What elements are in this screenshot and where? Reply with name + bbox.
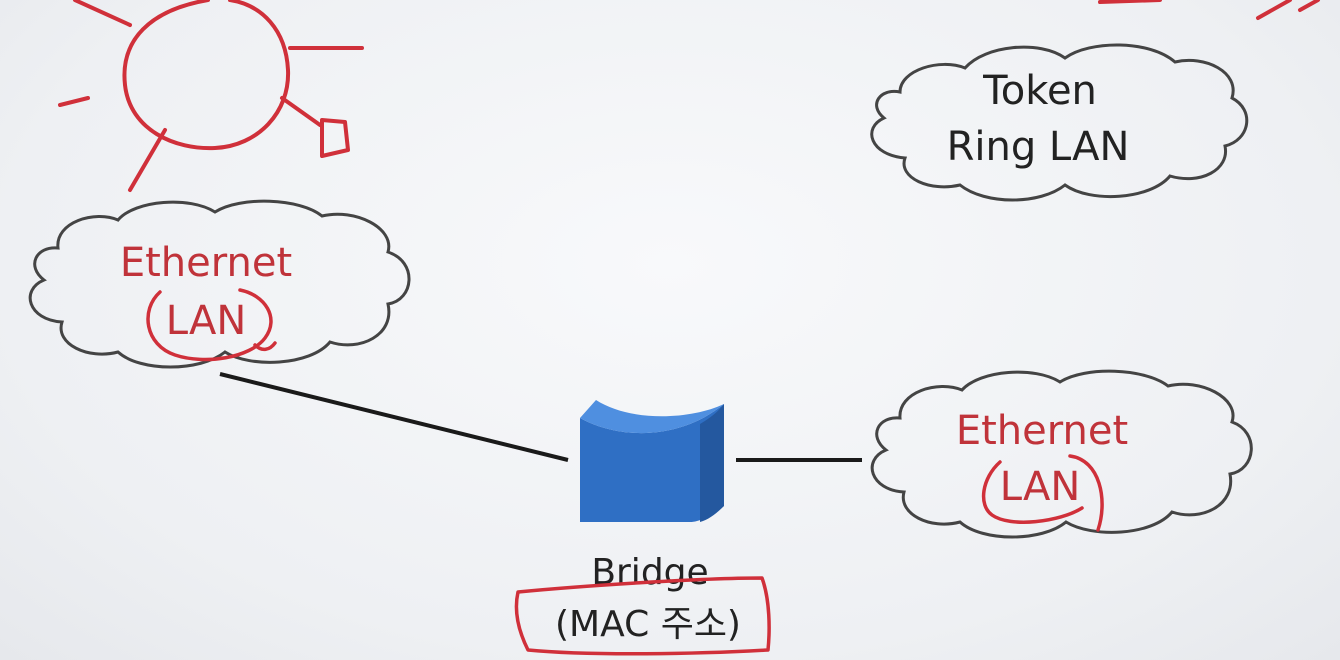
cloud-ethernet-lan-left: Ethernet LAN (28, 199, 411, 369)
ethernet-right-line2: LAN (1000, 464, 1081, 510)
connection-links (219, 372, 862, 462)
ethernet-left-line2: LAN (166, 298, 247, 344)
bridge-sub: (MAC 주소) (555, 604, 741, 645)
cloud-token-ring-lan: Token Ring LAN (870, 43, 1249, 202)
sun-annotation-sketch (58, 0, 364, 192)
cloud-ethernet-lan-right: Ethernet LAN (870, 369, 1253, 539)
ethernet-left-line1: Ethernet (120, 240, 292, 286)
lan-circle-annotation-left (146, 288, 277, 362)
cloud-outline (870, 369, 1253, 539)
cloud-outline (28, 199, 411, 369)
token-ring-line1: Token (982, 68, 1097, 114)
bridge-side-face (700, 404, 724, 522)
bridge-body (580, 404, 724, 522)
bridge-label: Bridge (MAC 주소) (514, 552, 771, 656)
bridge-top-face (580, 400, 724, 434)
ethernet-right-line1: Ethernet (956, 408, 1128, 454)
bridge-box-annotation (514, 576, 771, 656)
link-ethernet-left-to-bridge (219, 372, 569, 462)
token-ring-line2: Ring LAN (947, 124, 1130, 170)
lan-circle-annotation-right (981, 454, 1104, 532)
corner-annotation-strokes (1098, 0, 1320, 20)
cloud-outline (870, 43, 1249, 202)
bridge-device-icon (580, 400, 724, 522)
bridge-name: Bridge (591, 552, 708, 593)
